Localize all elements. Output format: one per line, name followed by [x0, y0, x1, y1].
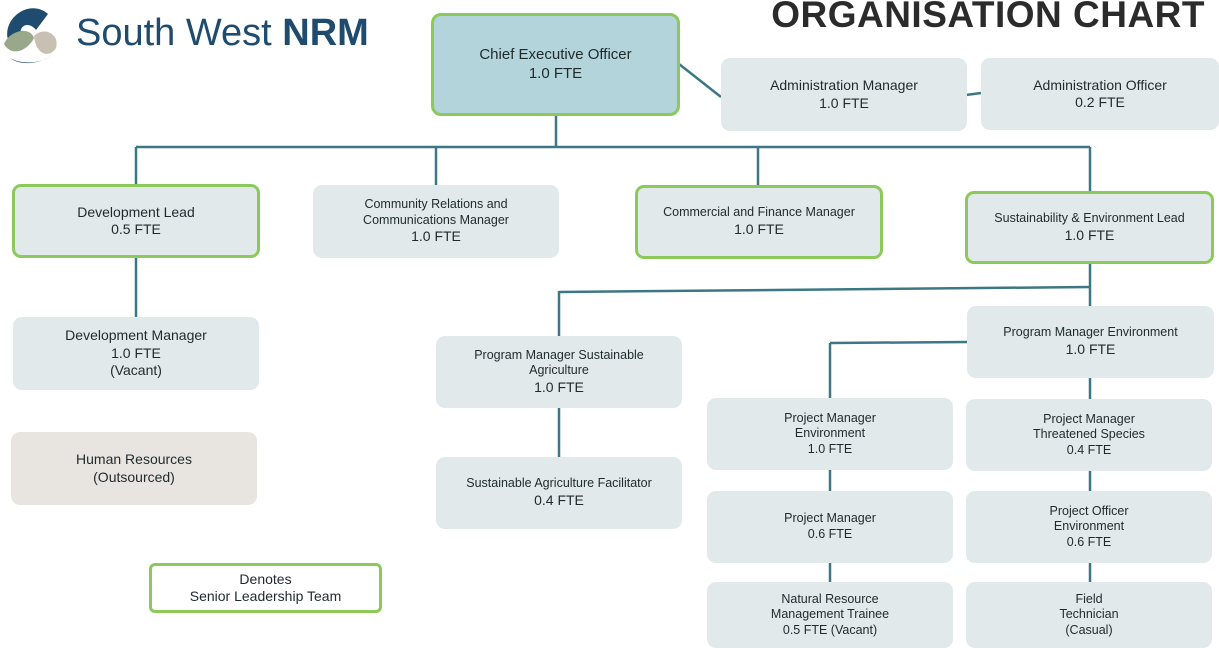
role-title: Project Manager	[1043, 411, 1135, 426]
role-fte: 0.4 FTE	[1066, 442, 1112, 457]
role-title: Sustainable Agriculture Facilitator	[466, 476, 652, 491]
role-fte: 1.0 FTE	[1065, 341, 1116, 358]
role-title: Environment	[1053, 519, 1125, 534]
role-fte: 1.0 FTE	[734, 221, 784, 238]
role-admin-officer: Administration Officer 0.2 FTE	[981, 58, 1219, 130]
role-sustainability-lead: Sustainability & Environment Lead 1.0 FT…	[965, 191, 1214, 264]
role-fte: 1.0 FTE	[528, 64, 583, 82]
role-title: Program Manager Environment	[1003, 325, 1178, 340]
role-fte: 0.2 FTE	[1075, 94, 1125, 110]
role-fte: 1.0 FTE	[534, 378, 584, 395]
connector	[678, 63, 722, 98]
role-status: (Vacant)	[110, 362, 162, 379]
role-development-lead: Development Lead 0.5 FTE	[12, 184, 260, 258]
role-human-resources: Human Resources (Outsourced)	[11, 432, 257, 505]
role-ceo: Chief Executive Officer 1.0 FTE	[431, 13, 680, 116]
role-status: (Casual)	[1065, 622, 1113, 637]
role-title: Human Resources	[76, 451, 192, 467]
role-title: Program Manager Sustainable	[474, 347, 644, 362]
role-title: Management Trainee	[770, 607, 890, 622]
role-fte: 0.5 FTE	[111, 221, 161, 237]
role-status: (Outsourced)	[93, 468, 175, 485]
role-title: Development Manager	[65, 327, 207, 344]
role-nrm-trainee: Natural Resource Management Trainee 0.5 …	[707, 582, 953, 648]
role-fte: 0.6 FTE	[1066, 534, 1112, 549]
role-fte: 1.0 FTE	[819, 94, 869, 111]
brand-logo: South West NRM	[0, 0, 410, 70]
role-project-manager-threatened-species: Project Manager Threatened Species 0.4 F…	[966, 399, 1212, 471]
role-title: Community Relations and	[364, 197, 508, 212]
role-title: Communications Manager	[363, 212, 509, 227]
role-title: Commercial and Finance Manager	[663, 205, 855, 220]
legend-text: Senior Leadership Team	[189, 588, 342, 604]
role-sa-facilitator: Sustainable Agriculture Facilitator 0.4 …	[436, 457, 682, 529]
connector	[829, 340, 968, 345]
role-title: Development Lead	[77, 203, 195, 220]
role-title: Administration Officer	[1033, 76, 1167, 93]
role-title: Project Officer	[1049, 503, 1129, 518]
role-title: Sustainability & Environment Lead	[994, 210, 1185, 225]
role-pm-environment: Program Manager Environment 1.0 FTE	[967, 306, 1214, 378]
role-project-manager: Project Manager 0.6 FTE	[707, 491, 953, 563]
legend-text: Denotes	[239, 570, 292, 587]
page-title: ORGANISATION CHART	[771, 0, 1205, 35]
role-development-manager: Development Manager 1.0 FTE (Vacant)	[13, 317, 259, 390]
role-commercial-finance: Commercial and Finance Manager 1.0 FTE	[635, 185, 883, 259]
role-title: Administration Manager	[770, 77, 918, 93]
brand-name: South West NRM	[76, 12, 369, 55]
role-fte: 1.0 FTE	[111, 344, 161, 361]
role-project-officer-environment: Project Officer Environment 0.6 FTE	[966, 491, 1212, 563]
role-admin-manager: Administration Manager 1.0 FTE	[721, 58, 967, 131]
role-title: Environment	[794, 426, 866, 441]
role-title: Field	[1075, 591, 1103, 606]
role-title: Project Manager	[784, 410, 876, 425]
role-project-manager-environment: Project Manager Environment 1.0 FTE	[707, 398, 953, 470]
legend-senior-leadership: Denotes Senior Leadership Team	[149, 563, 382, 613]
connector	[965, 91, 982, 97]
role-fte: 0.4 FTE	[534, 492, 584, 509]
brand-name-light: South West	[76, 12, 272, 54]
role-fte: 0.5 FTE (Vacant)	[782, 622, 878, 637]
role-title: Project Manager	[784, 511, 876, 526]
role-fte: 1.0 FTE	[411, 228, 461, 245]
role-title: Chief Executive Officer	[479, 45, 632, 63]
role-title: Agriculture	[529, 363, 589, 378]
role-pm-sustainable-agriculture: Program Manager Sustainable Agriculture …	[436, 336, 682, 408]
connector	[558, 285, 1091, 294]
brand-name-bold: NRM	[282, 12, 369, 54]
role-community-relations: Community Relations and Communications M…	[313, 185, 559, 258]
role-fte: 0.6 FTE	[807, 527, 853, 541]
role-fte: 1.0 FTE	[1064, 226, 1115, 243]
role-title: Technician	[1059, 607, 1119, 622]
role-fte: 1.0 FTE	[807, 441, 853, 456]
role-field-technician: Field Technician (Casual)	[966, 582, 1212, 648]
role-title: Natural Resource	[781, 591, 879, 606]
logo-icon	[4, 8, 57, 64]
role-title: Threatened Species	[1033, 427, 1145, 442]
